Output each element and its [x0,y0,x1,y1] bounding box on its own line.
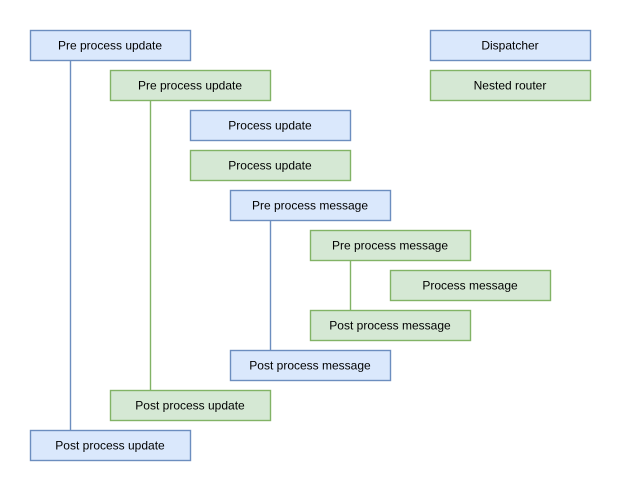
svg-text:Post process update: Post process update [55,439,165,453]
svg-text:Dispatcher: Dispatcher [481,39,538,53]
svg-text:Pre process update: Pre process update [138,79,242,93]
svg-text:Post process update: Post process update [135,399,245,413]
svg-text:Pre process message: Pre process message [252,199,368,213]
svg-text:Nested router: Nested router [474,79,547,93]
svg-text:Pre process message: Pre process message [332,239,448,253]
svg-text:Process update: Process update [228,159,312,173]
svg-text:Post process message: Post process message [329,319,451,333]
svg-text:Pre process update: Pre process update [58,39,162,53]
svg-text:Process message: Process message [422,279,518,293]
svg-text:Process update: Process update [228,119,312,133]
svg-text:Post process message: Post process message [249,359,371,373]
